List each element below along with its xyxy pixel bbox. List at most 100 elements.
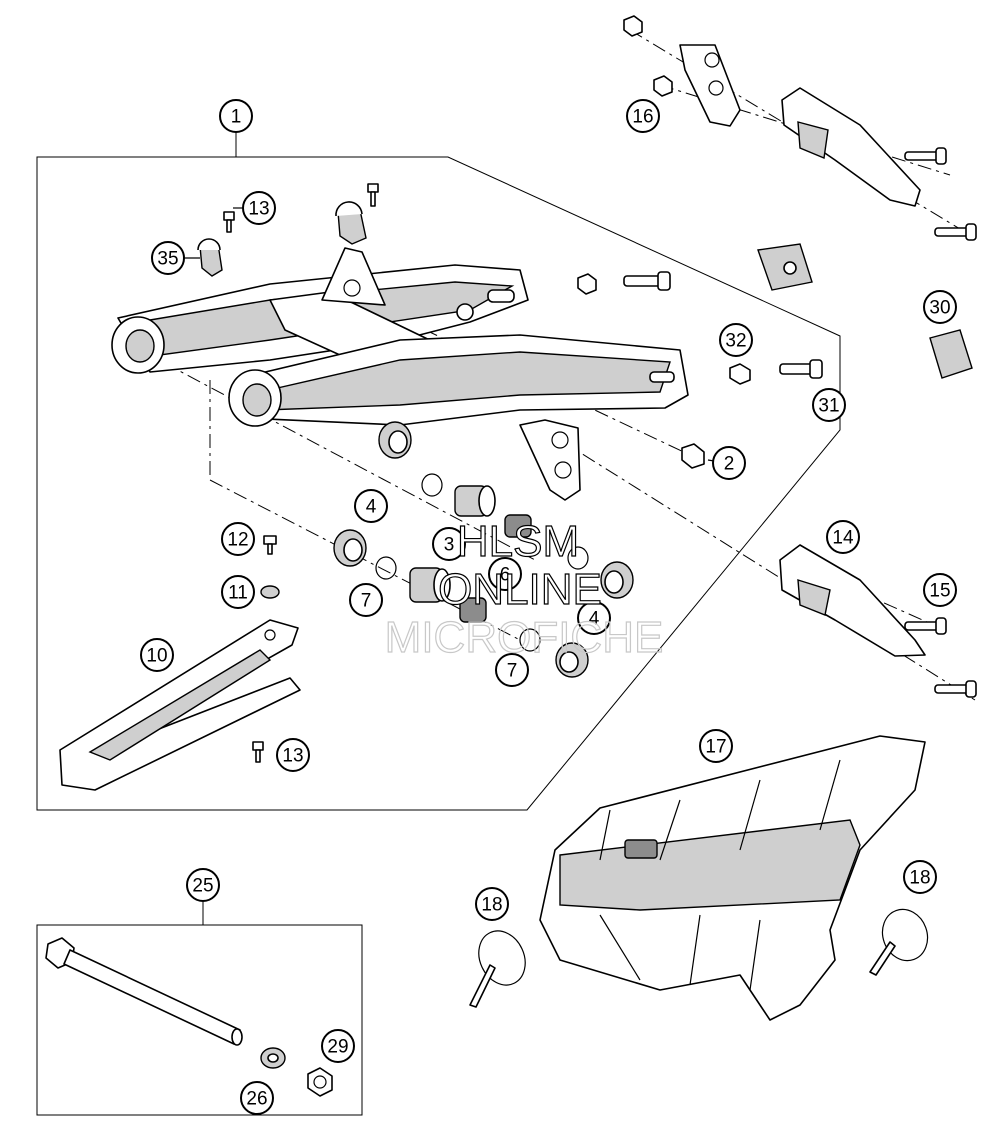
callout-16: 16	[626, 99, 660, 133]
screw-13-lower	[252, 741, 264, 763]
callout-number: 18	[909, 868, 930, 889]
nut-16-b	[653, 75, 673, 97]
callout-circle	[712, 446, 746, 480]
nut-16-a	[623, 15, 643, 37]
callout-number: 14	[832, 528, 854, 549]
bolts-16	[904, 147, 977, 241]
callout-7: 7	[349, 583, 383, 617]
callout-circle	[432, 527, 466, 561]
callout-number: 25	[192, 876, 213, 897]
swingarm	[111, 247, 689, 501]
chain-guide-upper	[781, 87, 921, 207]
callout-number: 18	[481, 895, 502, 916]
callout-25: 25	[186, 868, 220, 902]
chain-slider	[59, 619, 301, 791]
callout-29: 29	[321, 1029, 355, 1063]
callout-number: 16	[632, 107, 653, 128]
screw-13-upper-a	[223, 211, 235, 233]
watermark-line-1: HLSM	[457, 517, 579, 566]
callout-number: 15	[929, 581, 950, 602]
callout-circle	[221, 522, 255, 556]
callout-circle	[475, 887, 509, 921]
callout-number: 2	[724, 454, 735, 475]
callout-number: 12	[227, 530, 248, 551]
callout-number: 31	[818, 396, 839, 417]
callout-18: 18	[475, 887, 509, 921]
callout-32: 32	[719, 323, 753, 357]
callout-number: 13	[248, 199, 269, 220]
callout-circle	[577, 601, 611, 635]
callout-26: 26	[240, 1081, 274, 1115]
callout-circle	[488, 557, 522, 591]
callout-10: 10	[140, 638, 174, 672]
callout-circle	[186, 868, 220, 902]
callout-number: 7	[361, 591, 372, 612]
callout-circle	[221, 575, 255, 609]
callout-14: 14	[826, 520, 860, 554]
callout-number: 7	[507, 661, 518, 682]
callout-12: 12	[221, 522, 255, 556]
callout-number: 35	[157, 249, 178, 270]
screw-13-upper-b	[367, 183, 379, 207]
callout-4: 4	[354, 489, 388, 523]
washer-11	[260, 585, 280, 599]
clamp-35	[197, 238, 223, 277]
callout-number: 4	[366, 497, 377, 518]
callout-number: 4	[589, 609, 600, 630]
callout-7: 7	[495, 653, 529, 687]
nut-2	[681, 443, 705, 469]
cable-tie-right	[869, 908, 929, 976]
callout-17: 17	[699, 729, 733, 763]
callout-number: 10	[146, 646, 167, 667]
screw-12	[263, 535, 277, 555]
swingarm-assembly-frame	[36, 132, 841, 811]
callout-3: 3	[432, 527, 466, 561]
chain-guard	[539, 735, 926, 1021]
callout-number: 11	[228, 583, 248, 604]
callout-circle	[719, 323, 753, 357]
callout-circle	[240, 1081, 274, 1115]
callout-circle	[349, 583, 383, 617]
callout-circle	[626, 99, 660, 133]
callout-circle	[812, 388, 846, 422]
callout-circle	[923, 290, 957, 324]
callout-number: 17	[705, 737, 726, 758]
callout-11: 11	[221, 575, 255, 609]
watermark-line-2: ONLINE	[438, 565, 602, 614]
callout-number: 6	[500, 565, 511, 586]
callout-circle	[140, 638, 174, 672]
callout-circle	[826, 520, 860, 554]
callout-35: 35	[151, 241, 185, 275]
watermark-line-3: MICROFICHE	[385, 613, 664, 662]
callout-2: 2	[712, 446, 746, 480]
callout-number: 1	[231, 107, 242, 128]
callout-circle	[219, 99, 253, 133]
nut-upper	[577, 273, 597, 295]
axle-group-frame	[36, 902, 363, 1116]
rubber-block-30	[929, 329, 973, 379]
callout-number: 26	[246, 1089, 267, 1110]
watermark: HLSM ONLINE MICROFICHE	[384, 516, 664, 662]
chain-guide-plate	[679, 44, 741, 127]
washer-26	[260, 1047, 286, 1069]
rubber-pad	[757, 243, 813, 291]
swingarm-pivot-axle	[45, 937, 243, 1046]
callout-30: 30	[923, 290, 957, 324]
callout-circle	[923, 573, 957, 607]
callout-number: 3	[444, 535, 455, 556]
pivot-bearings	[333, 421, 634, 678]
callout-circle	[276, 738, 310, 772]
callout-4: 4	[577, 601, 611, 635]
callout-number: 32	[725, 331, 746, 352]
nut-32	[729, 363, 751, 385]
callout-circle	[903, 860, 937, 894]
callout-circle	[242, 191, 276, 225]
callout-number: 30	[929, 298, 950, 319]
bolt-upper	[623, 271, 671, 291]
callout-15: 15	[923, 573, 957, 607]
callout-circle	[354, 489, 388, 523]
callout-circle	[151, 241, 185, 275]
callout-31: 31	[812, 388, 846, 422]
nut-29	[307, 1067, 333, 1097]
